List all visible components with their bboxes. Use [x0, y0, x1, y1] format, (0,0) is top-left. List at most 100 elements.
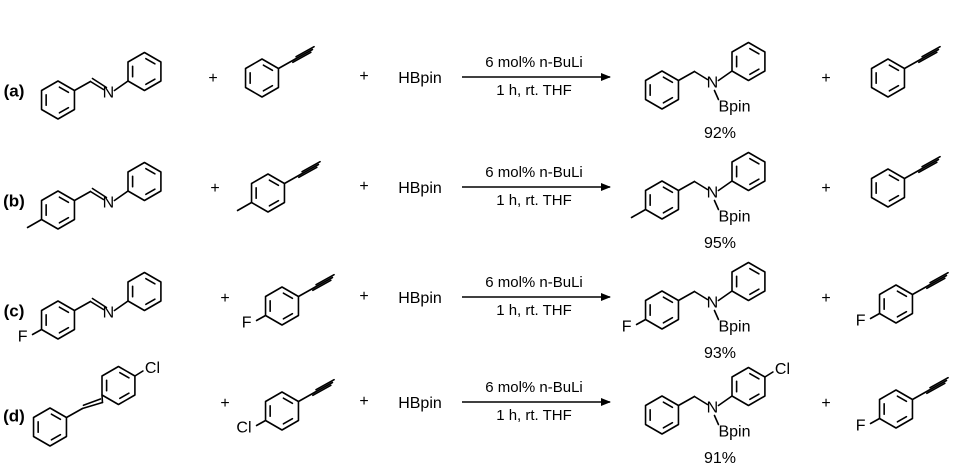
triple-bond-line — [295, 45, 315, 58]
aryl-ring — [250, 173, 286, 213]
aromatic-double-bond — [749, 178, 760, 186]
single-bond — [73, 300, 92, 312]
benzyl-bond — [677, 180, 696, 192]
bpin-label: Bpin — [718, 99, 750, 116]
condition-time-temp: 1 h, rt. THF — [496, 192, 572, 209]
aromatic-double-bond — [58, 216, 70, 224]
halogen-bond — [635, 318, 647, 326]
aromatic-double-bond — [662, 76, 674, 84]
aromatic-double-bond — [145, 298, 156, 306]
imine-aryl-ring — [40, 80, 76, 120]
aromatic-double-bond — [145, 57, 156, 65]
ring-outline — [127, 51, 162, 92]
condition-time-temp: 1 h, rt. THF — [496, 82, 572, 99]
triple-bond-line — [298, 166, 318, 179]
halogen-bond — [255, 314, 267, 322]
aromatic-double-bond — [662, 96, 674, 104]
n-aryl-ring — [731, 366, 766, 407]
benzyl-bond — [677, 395, 696, 407]
aromatic-double-bond — [896, 290, 908, 298]
triple-bond-line — [918, 51, 938, 64]
ethynyl-group — [911, 376, 949, 401]
aromatic-double-bond — [58, 326, 70, 334]
aromatic-double-bond — [662, 401, 674, 409]
ethynyl-group — [297, 273, 335, 298]
fluorine-label: F — [856, 313, 866, 330]
triple-bond-line — [919, 158, 940, 171]
aromatic-double-bond — [888, 64, 900, 72]
reagent-hbpin: HBpin — [398, 70, 442, 87]
imine-double-bond — [91, 77, 108, 89]
aromatic-double-bond — [145, 78, 156, 86]
ring-outline — [731, 261, 766, 302]
yield-value: 93% — [704, 345, 736, 362]
fluorine-label: F — [18, 329, 28, 346]
triple-bond-line — [929, 271, 949, 284]
triple-bond-line — [315, 378, 335, 391]
halogen-bond — [134, 370, 144, 377]
chlorophenyl-ring — [101, 365, 136, 406]
nitrogen-label: N — [707, 295, 719, 312]
benzyl-ring — [644, 70, 680, 110]
nitrogen-label: N — [707, 75, 719, 92]
aromatic-double-bond — [896, 395, 908, 403]
condition-catalyst: 6 mol% n-BuLi — [485, 54, 583, 71]
aromatic-double-bond — [58, 106, 70, 114]
n-aryl-bond — [717, 395, 733, 407]
condition-catalyst: 6 mol% n-BuLi — [485, 164, 583, 181]
triple-bond-line — [926, 277, 946, 290]
halogen-bond — [869, 417, 881, 425]
benzyl-ring — [644, 180, 680, 220]
n-phenyl-ring — [127, 271, 162, 312]
triple-bond-line — [926, 382, 946, 395]
reagent-hbpin: HBpin — [398, 395, 442, 412]
condition-time-temp: 1 h, rt. THF — [496, 407, 572, 424]
triple-bond-line — [312, 279, 332, 292]
n-b-bond — [713, 89, 720, 101]
n-aryl-ring — [731, 41, 766, 82]
aryl-ring — [870, 168, 906, 208]
methyl-bond — [630, 208, 647, 219]
aromatic-double-bond — [749, 157, 760, 165]
plus-sign: + — [220, 395, 229, 412]
imine-double-bond — [89, 80, 105, 91]
aromatic-double-bond — [888, 174, 900, 182]
imine-double-bond — [89, 190, 105, 201]
c-n-bond — [693, 180, 709, 191]
single-bond — [297, 286, 316, 298]
single-bond — [283, 173, 302, 185]
imine-double-bond — [91, 187, 108, 199]
triple-bond-line — [293, 48, 314, 61]
nitrogen-label: N — [707, 185, 719, 202]
ring-outline — [731, 41, 766, 82]
benzyl-bond — [677, 290, 696, 302]
imine-aryl-ring — [40, 300, 76, 340]
n-aryl-ring — [731, 261, 766, 302]
halogen-bond — [869, 312, 881, 320]
triple-bond-line — [921, 155, 941, 168]
n-b-bond — [713, 309, 720, 321]
aromatic-double-bond — [50, 433, 62, 441]
c-n-bond — [693, 70, 709, 81]
plus-sign: + — [359, 288, 368, 305]
ethynyl-group — [911, 271, 949, 296]
plus-sign: + — [359, 68, 368, 85]
nitrogen-label: N — [103, 195, 115, 212]
condition-time-temp: 1 h, rt. THF — [496, 302, 572, 319]
aromatic-double-bond — [145, 277, 156, 285]
aromatic-double-bond — [749, 267, 760, 275]
triple-bond-line — [313, 276, 334, 289]
triple-bond-line — [292, 51, 312, 64]
c-n-bond — [693, 395, 709, 406]
yield-value: 95% — [704, 235, 736, 252]
triple-bond-line — [301, 160, 321, 173]
aromatic-double-bond — [662, 316, 674, 324]
nitrogen-label: N — [103, 305, 115, 322]
n-aryl-bond — [113, 300, 129, 312]
triple-bond-line — [927, 274, 948, 287]
nitrogen-label: N — [707, 400, 719, 417]
halogen-bond — [31, 328, 43, 336]
